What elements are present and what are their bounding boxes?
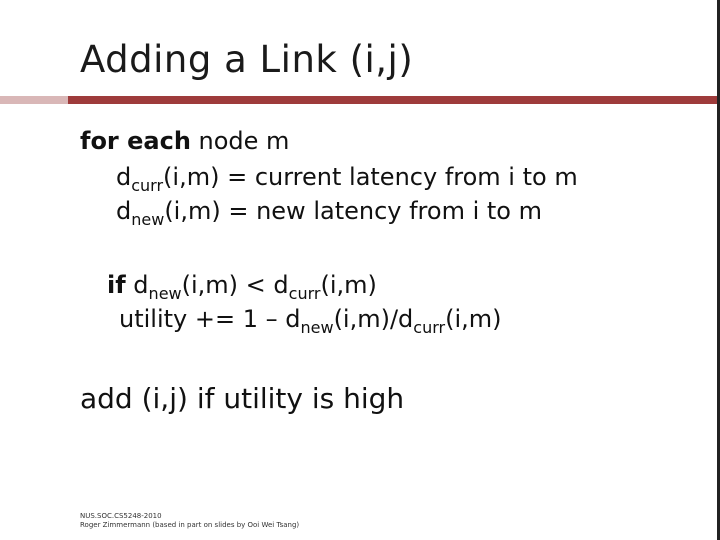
divider-light-segment — [0, 96, 68, 104]
line5-c: (i,m) — [445, 305, 502, 333]
pseudocode-line-add: add (i,j) if utility is high — [80, 382, 405, 415]
line4-d1: d — [125, 271, 149, 299]
pseudocode-line-if: if dnew(i,m) < dcurr(i,m) — [107, 268, 377, 302]
line4-mid: (i,m) < d — [181, 271, 289, 299]
line5-subscript2: curr — [413, 318, 446, 337]
pseudocode-line-utility: utility += 1 – dnew(i,m)/dcurr(i,m) — [119, 302, 502, 336]
line3-subscript: new — [131, 210, 165, 229]
slide-footer: NUS.SOC.CS5248-2010 Roger Zimmermann (ba… — [80, 512, 299, 530]
line2-d: d — [116, 163, 132, 191]
line2-subscript: curr — [131, 176, 164, 195]
divider-dark-segment — [68, 96, 720, 104]
keyword-if: if — [107, 271, 126, 299]
slide-title: Adding a Link (i,j) — [80, 38, 414, 81]
title-divider — [0, 96, 720, 104]
footer-course: NUS.SOC.CS5248-2010 — [80, 512, 162, 520]
line1-text: node m — [190, 127, 290, 155]
footer-author: Roger Zimmermann (based in part on slide… — [80, 521, 300, 529]
line3-d: d — [116, 197, 132, 225]
keyword-for-each: for each — [80, 127, 191, 155]
pseudocode-line-for-each: for each node m — [80, 124, 289, 158]
line4-end: (i,m) — [320, 271, 377, 299]
line3-text: (i,m) = new latency from i to m — [164, 197, 542, 225]
pseudocode-line-dcurr: dcurr(i,m) = current latency from i to m — [116, 160, 578, 194]
line4-subscript2: curr — [288, 284, 321, 303]
slide-edge-border — [717, 0, 720, 540]
pseudocode-line-dnew: dnew(i,m) = new latency from i to m — [116, 194, 542, 228]
line5-a: utility += 1 – d — [119, 305, 301, 333]
line4-subscript1: new — [148, 284, 182, 303]
line2-text: (i,m) = current latency from i to m — [163, 163, 578, 191]
line5-b: (i,m)/d — [333, 305, 414, 333]
line5-subscript1: new — [300, 318, 334, 337]
